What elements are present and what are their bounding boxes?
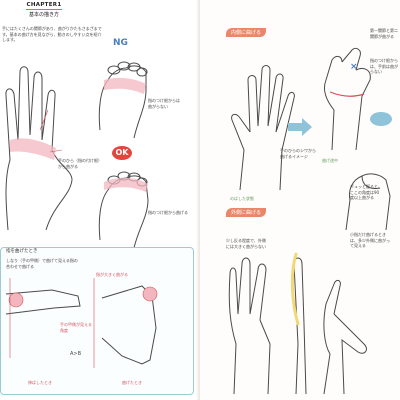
label-outer-1: 少し反る程度で、外側 には大きく曲がらない (226, 238, 266, 249)
label-ab: A>B (70, 351, 82, 357)
stretched-hand-illustration (231, 65, 295, 191)
chapter-header: CHAPTER1 基本の描き方 (18, 2, 70, 18)
right-arrow-icon (288, 118, 312, 136)
ng-badge: NG (113, 38, 128, 48)
section-title: 基本の描き方 (28, 12, 59, 18)
bending-hand-illustration (323, 47, 371, 151)
right-page: 内側に曲げる のばした状態 第一関節と第二 関節が曲がる 指のつけ根から は、手… (200, 0, 400, 400)
info-box (0, 247, 194, 395)
info-box-desc: しなり（手の甲側）で曲げて見える指の 合わせで曲げる (6, 258, 78, 269)
label-joint-curve: 指のつけ根からは 曲がらない (148, 98, 180, 109)
intro-text: 手にはたくさんの関節があり、曲がりかたもさまざまです。基本の曲げ方を見ながら、動… (2, 26, 102, 42)
fist-hand-illustration (345, 173, 391, 231)
label-b: 手の甲側が見える 角度 (60, 322, 92, 333)
info-box-title: 指を曲げたとき (6, 249, 38, 254)
small-arrow-icon (370, 112, 392, 126)
caption-bending: 曲げ途中 (322, 158, 338, 163)
ng-fist-illustration (98, 61, 148, 139)
section-outer-label: 外側に曲げる (226, 208, 267, 217)
label-a: 指が大きく曲がる (96, 272, 128, 277)
label-palm-bend: 手のひらのシワから 曲げるイメージ (280, 148, 316, 159)
outer-bend-hands-illustration (228, 252, 367, 395)
label-palm-line: 手のひら（指の付け根） から曲がる (58, 158, 102, 169)
open-hand-illustration (5, 66, 73, 231)
left-page: CHAPTER1 基本の描き方 手にはたくさんの関節があり、曲がりかたもさまざま… (0, 2, 194, 395)
header-rule (26, 9, 62, 10)
chapter-label: CHAPTER1 (26, 2, 62, 8)
label-squeeze: ギュッと握ると、 ここの角度は90 度以上曲がる (350, 184, 382, 200)
caption-bent: 曲げたとき (122, 380, 142, 385)
label-outer-2: 小指だけ曲げるとき は、多少外側に曲がっ て見える (350, 232, 390, 248)
cross-icon: × (350, 62, 358, 72)
label-bend-line: 指のつけ根から曲げる (148, 210, 188, 215)
label-first-joint: 第一関節と第二 関節が曲がる (370, 28, 398, 39)
ok-fist-illustration (98, 171, 149, 249)
finger-side-illustration (5, 278, 158, 368)
section-inner-label: 内側に曲げる (226, 28, 267, 37)
caption-stretched-hand: のばした状態 (230, 196, 254, 201)
label-not-bend: 指のつけ根から は、手前は曲が らない (370, 58, 398, 74)
caption-stretched: 伸ばしたとき (28, 380, 52, 385)
ok-badge: OK (112, 146, 132, 160)
